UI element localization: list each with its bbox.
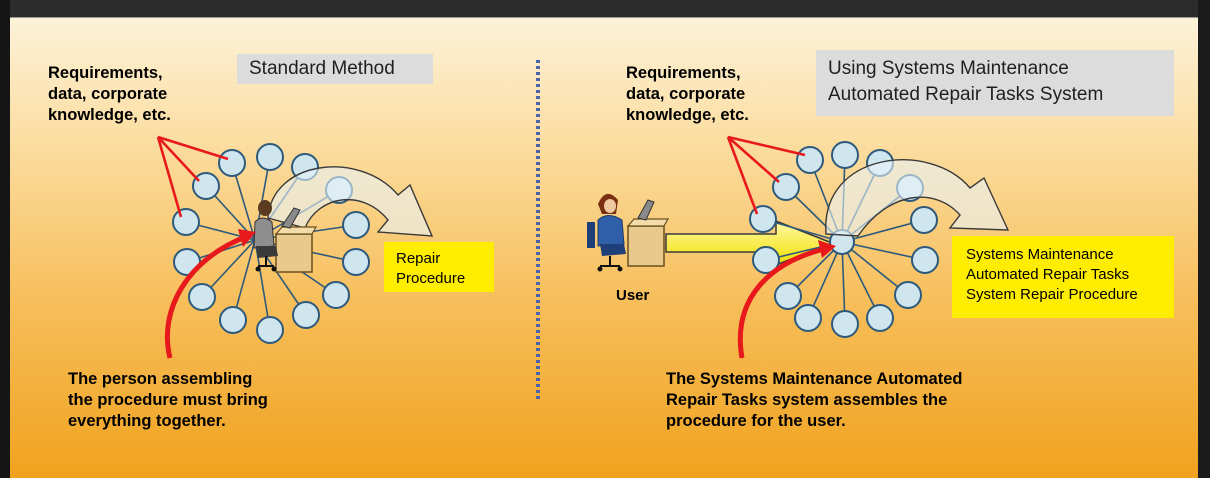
window-edge — [1198, 0, 1210, 478]
left-red-arrowhead — [238, 229, 256, 247]
repair-procedure-box: Repair Procedure — [384, 242, 494, 292]
right-caption-system-name: Systems Maintenance Automated Repair Tas… — [666, 370, 963, 409]
right-caption-tail: system assembles the procedure for the u… — [666, 391, 948, 430]
right-title-suffix: ce — [1048, 58, 1069, 79]
user-at-desk-icon — [587, 193, 670, 272]
yellow-input-arrow — [665, 219, 835, 267]
right-title-prefix: Using — [828, 58, 882, 79]
left-caption: The person assembling the procedure must… — [68, 370, 268, 430]
left-section-title: Standard Method — [237, 54, 433, 84]
right-title-emphasis: Systems Maintenan — [881, 58, 1049, 79]
right-red-pointers — [726, 135, 829, 359]
right-caption-lead: The — [666, 370, 700, 388]
right-output-arrow — [825, 159, 1010, 237]
person-at-desk-icon — [253, 200, 318, 273]
right-caption: The Systems Maintenance Automated Repair… — [666, 369, 1046, 432]
right-inputs-label: Requirements, data, corporate knowledge,… — [626, 64, 749, 124]
left-red-pointers — [156, 135, 249, 359]
systems-repair-procedure-box: Systems Maintenance Automated Repair Tas… — [952, 236, 1174, 318]
user-label: User — [616, 287, 650, 304]
left-output-arrow — [267, 166, 434, 237]
right-red-arrowhead — [818, 240, 836, 258]
header-band — [10, 0, 1198, 18]
right-section-title: Using Systems Maintenance Automated Repa… — [816, 50, 1174, 116]
right-title-line2: Automated Repair Tasks System — [828, 84, 1104, 105]
left-inputs-label: Requirements, data, corporate knowledge,… — [48, 64, 171, 124]
